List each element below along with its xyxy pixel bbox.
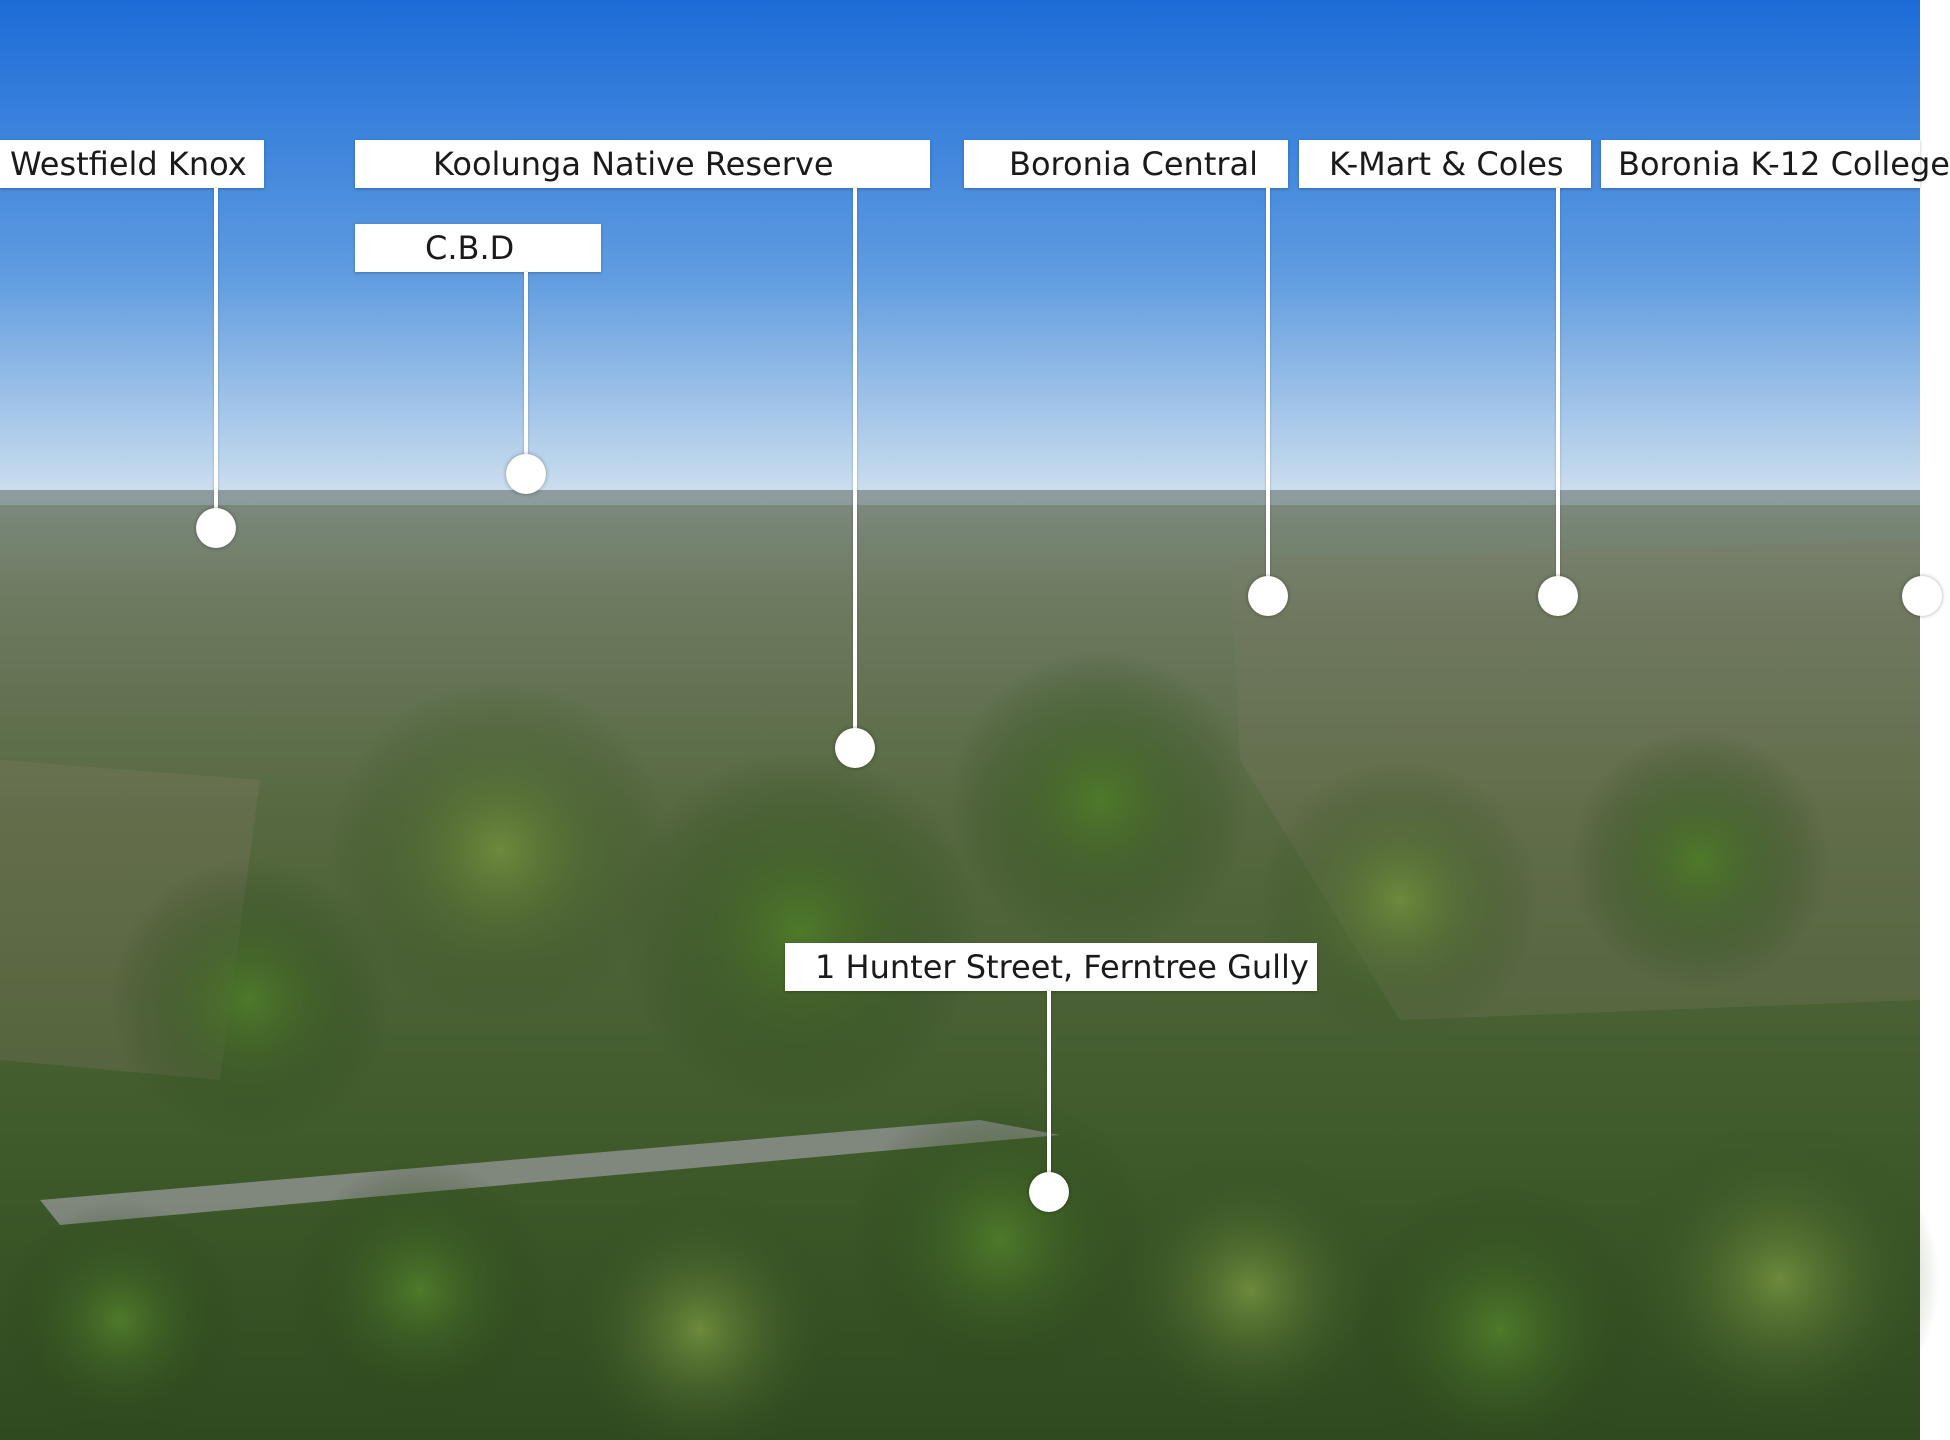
marker-kmart-coles (1538, 576, 1578, 616)
label-westfield-knox: Westfield Knox (0, 140, 264, 188)
label-property-address: 1 Hunter Street, Ferntree Gully (785, 943, 1317, 991)
horizon-haze (0, 490, 1920, 505)
marker-koolunga-native-reserve (835, 728, 875, 768)
road (40, 1120, 1060, 1225)
stem-property (1047, 991, 1051, 1193)
label-boronia-central: Boronia Central (964, 140, 1288, 188)
label-boronia-k12-college: Boronia K-12 College (1601, 140, 1950, 188)
stem-boronia-central (1266, 188, 1270, 594)
label-kmart-coles: K-Mart & Coles (1299, 140, 1591, 188)
sky (0, 0, 1920, 495)
marker-property (1029, 1172, 1069, 1212)
marker-boronia-k12-college (1902, 576, 1942, 616)
stem-kmart-coles (1556, 188, 1560, 594)
marker-boronia-central (1248, 576, 1288, 616)
tree-canopy (0, 650, 1940, 1440)
stem-westfield-knox (214, 188, 218, 528)
stem-koolunga-native-reserve (853, 188, 857, 748)
marker-westfield-knox (196, 508, 236, 548)
marker-cbd (506, 454, 546, 494)
label-cbd: C.B.D (355, 224, 601, 272)
label-koolunga-native-reserve: Koolunga Native Reserve (355, 140, 930, 188)
stem-cbd (524, 272, 528, 474)
